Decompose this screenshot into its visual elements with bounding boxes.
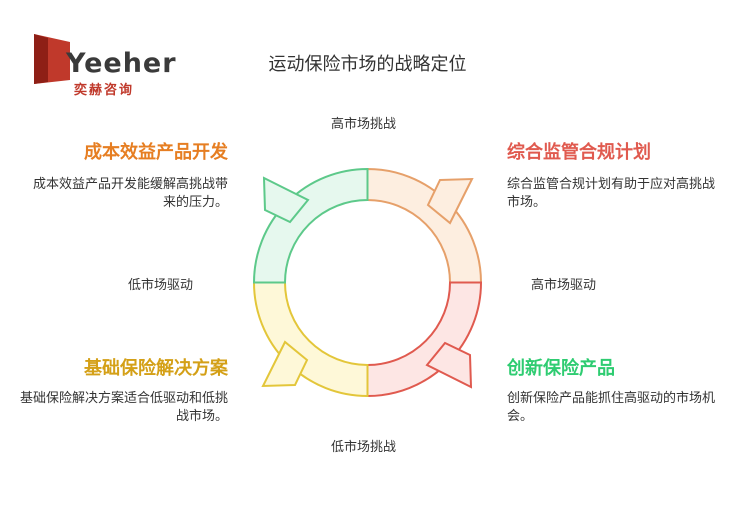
axis-label-bottom: 低市场挑战 (331, 440, 397, 455)
segment-top-right (366, 167, 483, 284)
logo-wordmark: Yeeher (66, 48, 177, 79)
quadrant-desc-top-right: 综合监管合规计划有助于应对高挑战市场。 (507, 177, 716, 210)
axis-label-right: 高市场驱动 (531, 278, 597, 293)
quadrant-title-top-right: 综合监管合规计划 (507, 142, 651, 163)
axis-label-top: 高市场挑战 (331, 117, 397, 132)
segment-bottom-right (366, 281, 483, 398)
page-title: 运动保险市场的战略定位 (268, 54, 467, 75)
axis-label-left: 低市场驱动 (128, 278, 194, 293)
quadrant-desc-top-left: 成本效益产品开发能缓解高挑战带来的压力。 (32, 177, 228, 210)
segment-top-left (252, 167, 369, 284)
yeeher-logo: Yeeher 奕赫咨询 (30, 28, 176, 98)
logo-subtitle: 奕赫咨询 (74, 83, 135, 98)
quadrant-title-bottom-left: 基础保险解决方案 (84, 358, 228, 379)
cycle-diagram (252, 167, 483, 398)
logo-mark-icon (34, 34, 70, 84)
quadrant-title-bottom-right: 创新保险产品 (507, 358, 615, 379)
quadrant-title-top-left: 成本效益产品开发 (84, 142, 228, 163)
segment-bottom-left (252, 281, 369, 398)
quadrant-desc-bottom-right: 创新保险产品能抓住高驱动的市场机会。 (507, 391, 716, 424)
quadrant-desc-bottom-left: 基础保险解决方案适合低驱动和低挑战市场。 (19, 391, 228, 424)
